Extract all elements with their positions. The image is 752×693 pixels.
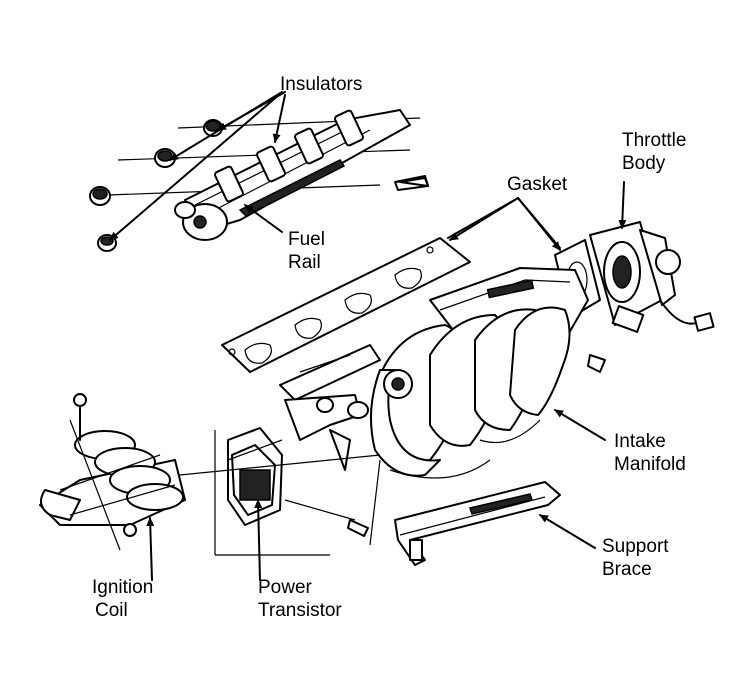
label-gasket: Gasket (507, 174, 568, 195)
label-intake-manifold-line2: Manifold (614, 454, 686, 475)
label-throttle-body-line2: Body (622, 153, 666, 174)
power-transistor (227, 427, 283, 526)
intake-manifold (370, 267, 606, 479)
label-fuel-rail-line2: Rail (288, 252, 321, 273)
manifold-gasket (221, 237, 471, 373)
label-support-brace-line1: Support (602, 536, 669, 557)
label-throttle-body-line1: Throttle (622, 130, 686, 151)
fuel-rail-assembly (107, 109, 429, 241)
ignition-coil (39, 393, 186, 537)
label-support-brace-line2: Brace (602, 559, 652, 580)
label-insulators: Insulators (280, 74, 362, 95)
label-ignition-coil-line1: Ignition (92, 577, 153, 598)
label-intake-manifold-line1: Intake (614, 431, 666, 452)
label-power-transistor-line1: Power (258, 577, 313, 598)
label-fuel-rail-line1: Fuel (288, 229, 325, 250)
leader-lines (69, 91, 627, 581)
mounting-bracket (279, 344, 381, 471)
label-power-transistor-line2: Transistor (258, 600, 342, 621)
label-ignition-coil-line2: Coil (95, 600, 128, 621)
throttle-body (589, 221, 715, 333)
support-brace (394, 481, 561, 566)
